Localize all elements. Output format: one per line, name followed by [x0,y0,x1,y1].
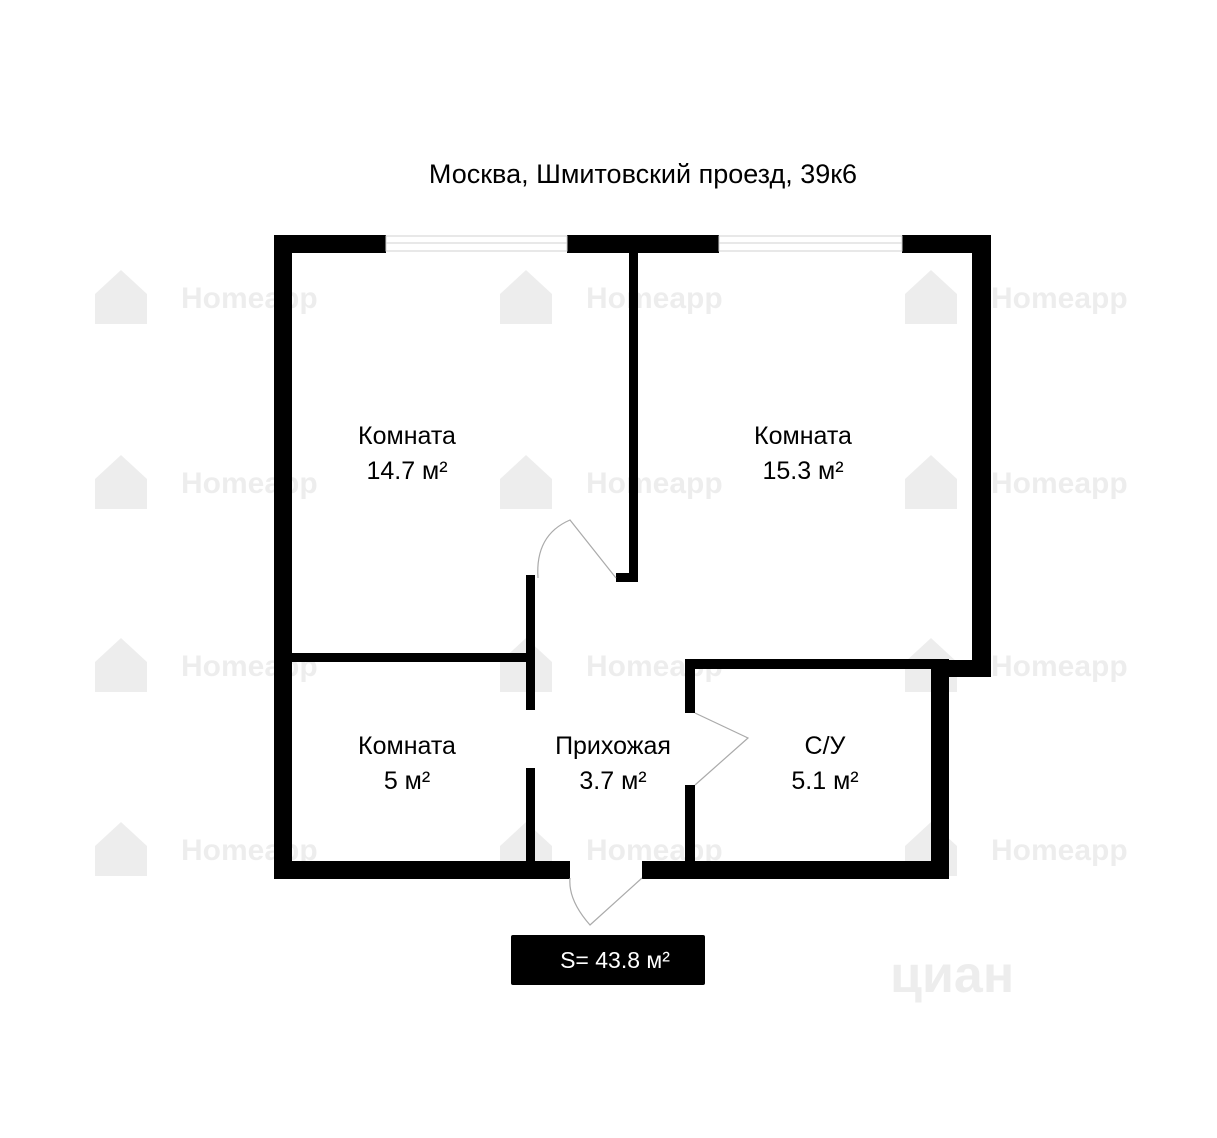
total-area-text: S= 43.8 м² [560,947,670,973]
wall-bathroom-top [685,659,949,669]
wall-bathroom-left-upper [685,659,695,713]
total-area-badge: S= 43.8 м² [511,935,705,985]
partition-hall-left-lower [526,768,535,868]
house-icon [905,455,957,509]
bathroom-area: 5.1 м² [791,767,858,795]
hallway-area: 3.7 м² [579,767,646,795]
door-room-1 [537,519,617,579]
door-bathroom [694,712,750,786]
room-1-area: 14.7 м² [366,457,447,485]
house-icon [95,638,147,692]
room-3-area: 5 м² [384,767,430,795]
homeapp-watermark: Homeapp [95,455,318,509]
wall-bottom-left [274,861,570,879]
cian-watermark: циан [890,946,1014,1004]
homeapp-watermark: Homeapp [95,638,318,692]
windows [385,235,903,252]
homeapp-watermark: Homeapp [905,270,1128,324]
room-1-name: Комната [358,422,456,450]
homeapp-watermark-text: Homeapp [991,650,1128,683]
doors [537,519,750,926]
wall-right-lower [931,660,949,879]
homeapp-watermark-text: Homeapp [586,282,723,315]
homeapp-watermark-text: Homeapp [991,467,1128,500]
partition-rooms [629,253,638,582]
homeapp-watermark-text: Homeapp [586,467,723,500]
homeapp-watermark-text: Homeapp [991,282,1128,315]
homeapp-watermark-text: Homeapp [181,282,318,315]
wall-bathroom-left-lower [685,785,695,870]
wall-left [274,235,292,879]
homeapp-watermark: Homeapp [500,455,723,509]
room-2-area: 15.3 м² [762,457,843,485]
wall-top-left [274,235,386,253]
room-3-name: Комната [358,732,456,760]
wall-right-upper [972,235,991,677]
walls [274,235,991,879]
total-area-badge-bg [511,935,705,985]
house-icon [95,822,147,876]
homeapp-watermark-text: Homeapp [991,834,1128,867]
door-entrance [569,877,643,926]
partition-small-room [292,653,535,662]
hallway-name: Прихожая [555,732,671,760]
homeapp-watermark: Homeapp [95,270,318,324]
room-2-name: Комната [754,422,852,450]
homeapp-watermark: Homeapp [905,455,1128,509]
house-icon [905,270,957,324]
partition-hall-left-upper [526,575,535,710]
house-icon [500,455,552,509]
house-icon [95,455,147,509]
homeapp-watermark: Homeapp [500,270,723,324]
wall-top-right [902,235,991,253]
room-labels: Комната 14.7 м² Комната 15.3 м² Комната … [358,422,859,795]
address-title: Москва, Шмитовский проезд, 39к6 [429,159,857,189]
partition-stub [616,573,638,582]
house-icon [95,270,147,324]
homeapp-watermark-text: Homeapp [181,467,318,500]
bathroom-name: С/У [805,732,846,760]
house-icon [500,270,552,324]
wall-top-middle [567,235,719,253]
wall-bottom-right [642,861,949,879]
